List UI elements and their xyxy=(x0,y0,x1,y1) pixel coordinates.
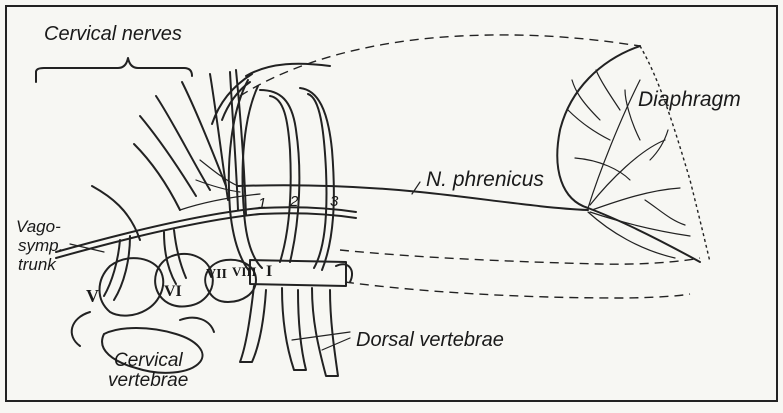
diaphragm-label: Diaphragm xyxy=(638,88,741,111)
cervical-vertebrae-label-line1: Cervical xyxy=(114,350,183,371)
vago-label-line3: trunk xyxy=(18,255,57,274)
thorax-outline-bottom xyxy=(345,282,690,298)
vago-label-line2: symp. xyxy=(18,236,63,255)
cervical-nerves-bracket xyxy=(36,58,192,82)
numeral-i: I xyxy=(266,263,272,280)
numeral-vi: VI xyxy=(164,283,182,300)
thorax-outline-mid xyxy=(340,250,700,264)
cervical-nerves-label: Cervical nerves xyxy=(44,23,182,45)
cervical-vertebrae-label-line2: vertebrae xyxy=(108,370,188,391)
numeral-vii: VII xyxy=(206,267,227,282)
ribs xyxy=(212,64,334,272)
vago-label-line1: Vago- xyxy=(16,217,61,236)
rib-number-2: 2 xyxy=(289,193,299,210)
numeral-viii: VIII xyxy=(232,264,257,279)
dorsal-vertebrae-label: Dorsal vertebrae xyxy=(356,329,504,351)
vago-pointer xyxy=(70,244,104,252)
n-phrenicus-label: N. phrenicus xyxy=(426,168,544,191)
rib-number-3: 3 xyxy=(330,193,339,210)
rib-number-1: 1 xyxy=(258,195,266,212)
diaphragm-shape xyxy=(557,46,710,262)
numeral-v: V xyxy=(86,286,99,306)
